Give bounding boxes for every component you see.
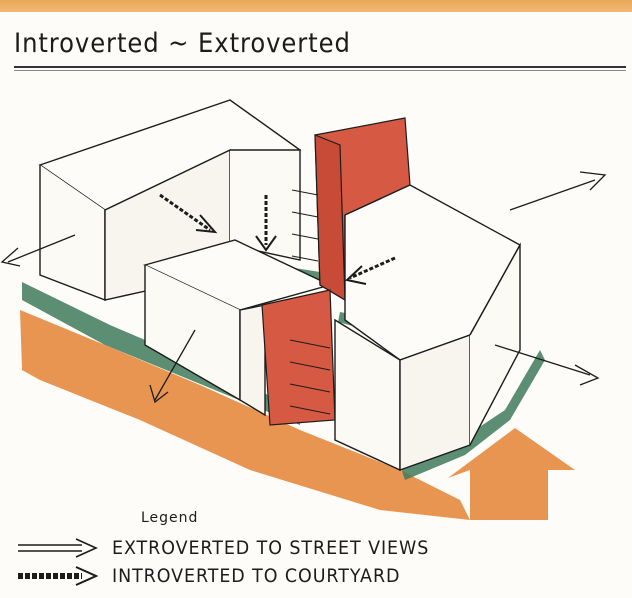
red-fin-lower	[262, 290, 335, 425]
extro-arrow-right-top	[510, 172, 605, 210]
introverted-arrow-icon	[16, 565, 98, 587]
extroverted-arrow-icon	[16, 537, 98, 559]
legend-item-extroverted: Extroverted to street views	[16, 536, 457, 560]
legend-item-introverted: Introverted to courtyard	[16, 564, 425, 588]
legend-label: Extroverted to street views	[112, 537, 429, 559]
legend-heading: Legend	[141, 510, 198, 526]
legend-label: Introverted to courtyard	[112, 565, 400, 587]
